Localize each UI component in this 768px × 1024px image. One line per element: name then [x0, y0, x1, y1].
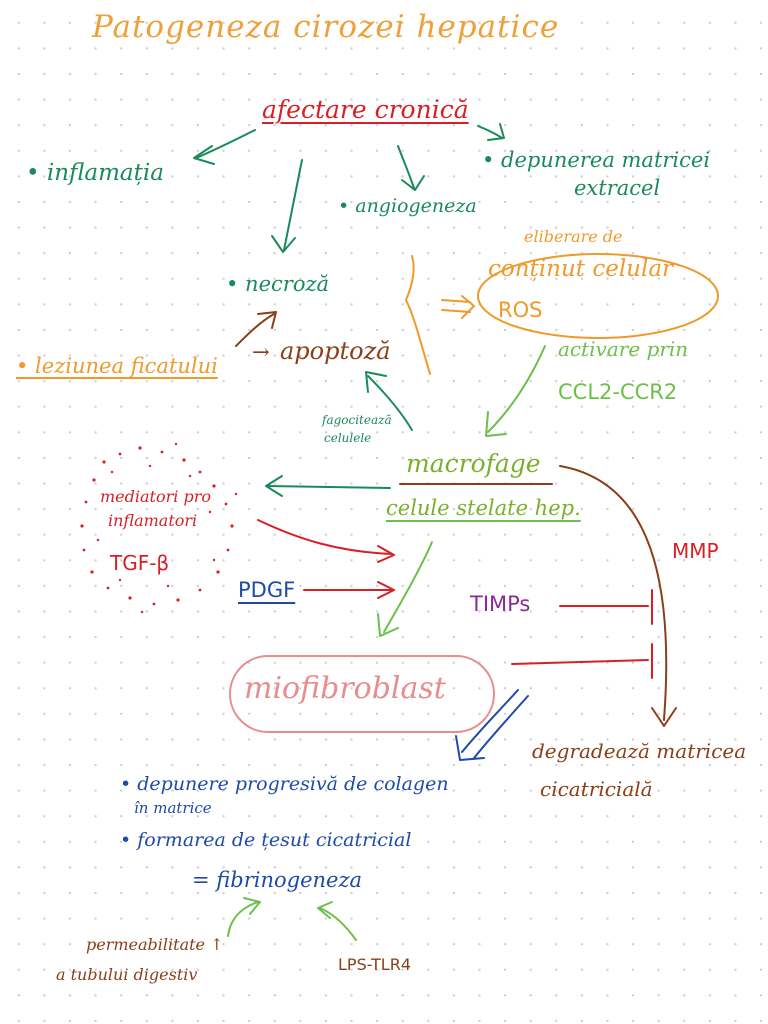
arrowhead-stelate — [377, 545, 395, 563]
node-permeabilitate: permeabilitate ↑ — [86, 935, 224, 954]
splatter-dots — [80, 442, 238, 614]
arrowhead-miofibroblast — [377, 613, 399, 637]
node-miofibroblast: miofibroblast — [244, 671, 446, 706]
node-fagociteaza: fagocitează — [322, 413, 392, 427]
node-inflamatori: inflamatori — [108, 511, 198, 530]
arrowhead-degradeaza — [651, 707, 677, 727]
page-title: Patogeneza cirozei hepatice — [92, 9, 560, 45]
node-tgf-beta: TGF-β — [110, 551, 170, 575]
arrow-afectare-depunerea — [477, 125, 503, 139]
node-ccl2-ccr2: CCL2-CCR2 — [558, 380, 678, 404]
node-depunere-colagen: • depunere progresivă de colagen — [120, 773, 449, 795]
continut-oval — [477, 253, 719, 339]
node-mmp: MMP — [672, 539, 719, 563]
arrowhead-depunere — [455, 735, 485, 761]
arrow-to-depunere — [461, 689, 529, 759]
node-macrofage: macrofage — [406, 449, 541, 478]
arrowhead-necroza — [271, 235, 296, 253]
node-formarea-tesut: • formarea de țesut cicatricial — [120, 829, 412, 851]
node-lps-tlr4: LPS-TLR4 — [338, 955, 412, 974]
arrowhead-macrofage — [485, 411, 507, 437]
inhibit-miofibroblast — [511, 643, 653, 679]
node-inflamatia: • inflamația — [26, 160, 164, 186]
node-leziunea-ficatului: • leziunea ficatului — [16, 354, 218, 378]
arrow-macrofage-apoptoza — [367, 375, 413, 431]
arrowhead-necroza-2 — [257, 311, 277, 329]
arrowhead-apoptoza — [365, 371, 387, 393]
arrow-afectare-angiogeneza — [397, 145, 415, 189]
arrowhead-inflamatia — [193, 145, 215, 165]
arrow-permeabilitate — [227, 901, 259, 937]
node-necroza: • necroză — [226, 272, 330, 296]
node-angiogeneza: • angiogeneza — [338, 195, 477, 217]
node-apoptoza-arrow: → — [252, 340, 270, 364]
node-degradeaza-matricea: degradează matricea — [532, 739, 747, 763]
node-mediatori-pro: mediatori pro — [100, 487, 211, 506]
arrow-ros-macrofage — [487, 345, 546, 433]
arrowhead-angiogeneza — [401, 175, 425, 191]
inhibit-timps — [559, 589, 653, 625]
arrowhead-lps — [317, 901, 333, 919]
arrowhead-depunerea — [487, 123, 505, 141]
node-continut-celular: conținut celular — [488, 256, 674, 282]
arrow-mmp — [559, 465, 668, 721]
orange-brace-arrow — [441, 295, 475, 319]
arrow-afectare-inflamatia — [195, 129, 256, 159]
node-tubului-digestiv: a tubului digestiv — [56, 965, 198, 984]
arrow-mediatori-stelate — [257, 519, 393, 555]
arrow-lps — [319, 907, 357, 941]
arrow-stelate-miofibroblast — [383, 541, 433, 633]
orange-brace — [405, 255, 431, 375]
node-pdgf: PDGF — [238, 578, 296, 602]
node-afectare-cronica: afectare cronică — [262, 95, 469, 124]
node-timps: TIMPs — [470, 592, 531, 616]
miofibroblast-box — [229, 655, 495, 733]
node-activare-prin: activare prin — [558, 337, 689, 361]
arrowhead-permeabilitate — [243, 897, 261, 915]
arrow-leziunea-necroza — [235, 313, 275, 347]
arrowhead-mediatori — [265, 475, 283, 497]
node-eliberare-de: eliberare de — [524, 227, 623, 246]
arrow-to-mediatori — [267, 485, 391, 489]
node-celulele: celulele — [324, 431, 372, 445]
node-fibrinogeneza: = fibrinogeneza — [192, 868, 363, 892]
node-apoptoza: apoptoză — [280, 337, 391, 365]
node-ros: ROS — [498, 298, 543, 322]
node-in-matrice: în matrice — [134, 799, 212, 817]
node-celule-stelate: celule stelate hep. — [386, 496, 581, 520]
arrow-afectare-necroza — [283, 159, 303, 251]
node-extracel: extracel — [574, 176, 661, 200]
node-depunerea-matricei: • depunerea matricei — [482, 148, 711, 172]
arrowhead-pdgf — [377, 581, 395, 599]
node-cicatriciala: cicatricială — [540, 777, 653, 801]
